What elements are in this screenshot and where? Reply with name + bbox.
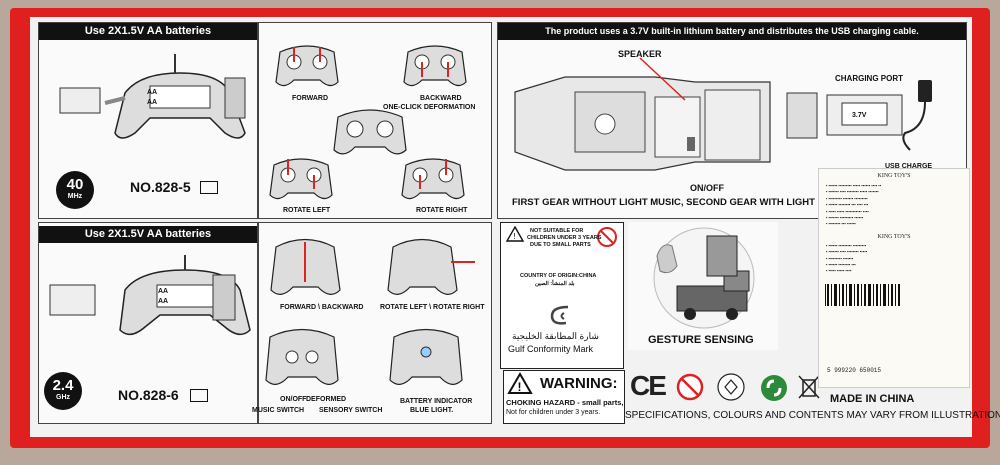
ce-mark-icon: CE [630, 370, 667, 401]
speaker-label: SPEAKER [618, 49, 662, 59]
warning-title: WARNING: [540, 375, 618, 392]
barcode-number: 5 999220 650015 [827, 367, 882, 374]
battery-compartment-illustration [786, 92, 903, 139]
country-of-origin-arabic: بلد المنشأ: الصين [535, 281, 575, 287]
checkbox-square [190, 389, 208, 402]
no-small-children-icon [676, 373, 704, 401]
sticker-text-block: ▪ ▪▪▪▪▪▪ ▪▪▪▪▪▪▪▪▪ ▪▪▪▪▪▪▪▪▪ ▪ ▪▪▪▪▪▪▪ ▪… [825, 242, 868, 274]
blue-light-label: BLUE LIGHT. [410, 407, 454, 414]
warning-triangle-icon: ! [505, 225, 525, 242]
rotate-right-label: ROTATE RIGHT [416, 207, 468, 214]
battery-voltage-label: 3.7V [852, 112, 867, 119]
speaker-pointer [639, 57, 686, 101]
frequency-unit: MHz [67, 193, 83, 200]
controller-forward-backward-icon [270, 238, 341, 295]
charging-port-label: CHARGING PORT [835, 74, 903, 83]
aa-label: AA [158, 288, 169, 295]
svg-text:!: ! [518, 380, 522, 394]
small-parts-line: DUE TO SMALL PARTS [530, 242, 591, 248]
gear-note: FIRST GEAR WITHOUT LIGHT MUSIC, SECOND G… [512, 197, 849, 208]
sticker-brand: KING TOY'S [877, 233, 911, 240]
small-parts-box [500, 222, 624, 369]
checkbox-square [200, 181, 218, 194]
controller-rotate-icon [387, 238, 475, 295]
gulf-mark-english: Gulf Conformity Mark [508, 344, 594, 354]
country-of-origin: COUNTRY OF ORIGIN:CHINA [520, 273, 597, 279]
deformation-label: ONE-CLICK DEFORMATION [383, 104, 476, 111]
on-off-label: ON/OFF [280, 396, 307, 403]
deformed-label: DEFORMED [306, 396, 347, 403]
aa-label: AA [147, 89, 158, 96]
vehicle-underside-illustration [514, 76, 771, 171]
battery-header-top: Use 2X1.5V AA batteries [39, 23, 257, 40]
made-in-label: MADE IN CHINA [830, 393, 915, 405]
controller-deformation-icon [333, 109, 407, 155]
controller-forward-icon [275, 45, 339, 87]
usb-charge-label: USB CHARGE [885, 163, 933, 170]
controller-backward-icon [403, 45, 467, 87]
forward-backward-label: FORWARD \ BACKWARD [280, 304, 364, 311]
sensory-switch-label: SENSORY SWITCH [319, 407, 383, 414]
frequency-badge-top: 40 MHz [56, 171, 94, 209]
gulf-conformity-logo-icon [550, 305, 569, 325]
controller-battery-illustration-top [59, 54, 246, 139]
usb-cable-icon [902, 80, 932, 151]
sticker-text-block: ▪ ▪▪▪▪▪▪ ▪▪▪▪▪▪▪▪▪ ▪▪▪▪▪ ▪▪▪▪▪▪ ▪▪▪▪ ▪▪ … [825, 183, 882, 227]
controller-indicator-icon [389, 328, 463, 385]
green-dot-recycle-icon [761, 375, 787, 401]
sticker-brand: KING TOY'S [877, 173, 911, 179]
disclaimer-text: SPECIFICATIONS, COLOURS AND CONTENTS MAY… [625, 410, 1000, 421]
gesture-sensing-label: GESTURE SENSING [648, 334, 754, 346]
model-number-top: NO.828-5 [130, 179, 191, 195]
small-parts-line: NOT SUITABLE FOR [530, 228, 584, 234]
rotate-left-label: ROTATE LEFT [283, 207, 331, 214]
importer-sticker: KING TOY'S ▪ ▪▪▪▪▪▪ ▪▪▪▪▪▪▪▪▪ ▪▪▪▪▪ ▪▪▪▪… [818, 168, 970, 388]
frequency-value: 40 [66, 176, 84, 193]
barcode-graphic [825, 283, 900, 306]
controller-switches-icon [265, 328, 339, 385]
gesture-illustration [653, 227, 755, 329]
on-off-label: ON/OFF [690, 183, 724, 193]
frequency-badge-bottom: 2.4 GHz [44, 372, 82, 410]
forward-label: FORWARD [292, 95, 329, 102]
weee-bin-icon [798, 375, 820, 399]
recycling-seal-icon [717, 373, 745, 401]
aa-label: AA [147, 99, 158, 106]
warning-triangle-icon: ! [507, 372, 533, 394]
battery-header-bottom: Use 2X1.5V AA batteries [39, 226, 257, 243]
aa-label: AA [158, 298, 169, 305]
music-switch-label: MUSIC SWITCH [252, 407, 305, 414]
controller-rotate-right-icon [401, 158, 465, 200]
charging-header: The product uses a 3.7V built-in lithium… [498, 23, 966, 40]
controller-rotate-left-icon [269, 158, 333, 200]
gulf-mark-arabic: شارة المطابقة الخليجية [512, 331, 599, 341]
model-number-bottom: NO.828-6 [118, 387, 179, 403]
rotate-label: ROTATE LEFT \ ROTATE RIGHT [380, 304, 485, 311]
backward-label: BACKWARD [420, 95, 462, 102]
battery-indicator-label: BATTERY INDICATOR [400, 398, 473, 405]
small-parts-line: CHILDREN UNDER 3 YEARS [527, 235, 602, 241]
choking-hazard-text: CHOKING HAZARD - small parts, [506, 398, 624, 407]
controller-battery-illustration-bottom [49, 255, 251, 336]
frequency-value: 2.4 [52, 377, 74, 394]
age-restriction-text: Not for children under 3 years. [506, 409, 601, 416]
no-under-three-icon [597, 227, 617, 247]
frequency-unit: GHz [56, 394, 70, 401]
svg-text:!: ! [514, 232, 516, 241]
